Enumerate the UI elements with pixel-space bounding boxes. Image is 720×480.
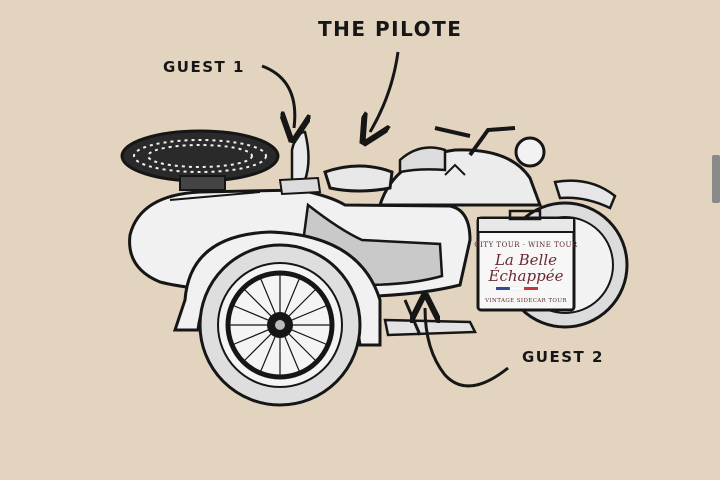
- label-pilot: THE PILOTE: [318, 17, 463, 41]
- sign-brand-line1: La Belle: [494, 251, 557, 269]
- scrollbar-handle[interactable]: [712, 155, 720, 203]
- sign-bottom: VINTAGE SIDECAR TOUR: [484, 298, 567, 304]
- sidecar-frame: [383, 299, 477, 337]
- flag-stripe-white: [509, 286, 525, 291]
- motorcycle-body: [323, 126, 617, 210]
- label-guest-1: GUEST 1: [163, 58, 245, 76]
- arrow-pilot: [370, 51, 400, 132]
- label-guest-2: GUEST 2: [522, 348, 604, 366]
- spare-tire: [120, 129, 280, 191]
- sidecar-front-wheel: [172, 230, 382, 407]
- pannier-box: CITY TOUR · WINE TOUR La Belle Échappée …: [474, 209, 578, 312]
- arrow-guest2: [425, 308, 509, 388]
- flag-stripe-red: [524, 287, 538, 290]
- sign-brand-line2: Échappée: [488, 267, 564, 285]
- flag-stripe-blue: [496, 287, 510, 290]
- sign-top-arc: CITY TOUR · WINE TOUR: [474, 241, 578, 249]
- arrow-guest1: [261, 64, 295, 128]
